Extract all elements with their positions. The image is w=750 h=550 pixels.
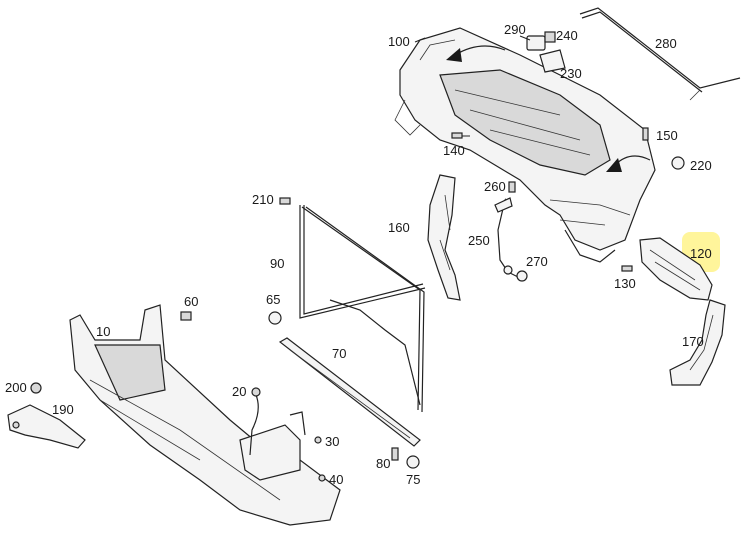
callout-190: 190 (52, 402, 74, 417)
bracket-part-160 (427, 174, 461, 301)
clip-part-200 (30, 382, 42, 394)
callout-260: 260 (484, 179, 506, 194)
callout-210: 210 (252, 192, 274, 207)
bolt-part-150 (642, 127, 649, 141)
nut-part-270 (516, 270, 528, 282)
callout-80: 80 (376, 456, 390, 471)
callout-230: 230 (560, 66, 582, 81)
sensor-part-250 (494, 197, 521, 279)
bolt-part-60 (180, 311, 192, 321)
callout-270: 270 (526, 254, 548, 269)
leader-100 (414, 37, 426, 43)
callout-30: 30 (325, 434, 339, 449)
callout-120: 120 (690, 246, 712, 261)
callout-60: 60 (184, 294, 198, 309)
bolt-part-210 (279, 197, 291, 205)
callout-160: 160 (388, 220, 410, 235)
bracket-part-120 (639, 237, 713, 301)
callout-130: 130 (614, 276, 636, 291)
callout-150: 150 (656, 128, 678, 143)
hose-part-20 (249, 387, 261, 456)
callout-250: 250 (468, 233, 490, 248)
callout-140: 140 (443, 143, 465, 158)
arrow-head-lower-icon (606, 158, 622, 172)
bracket-part-190 (7, 404, 86, 449)
bracket-part-170 (669, 299, 726, 386)
callout-65: 65 (266, 292, 280, 307)
clip-part-220 (671, 156, 685, 170)
clip-part-65 (268, 311, 282, 325)
callout-240: 240 (556, 28, 578, 43)
bolt-part-260 (508, 181, 516, 193)
bolt-part-80 (391, 447, 399, 461)
callout-170: 170 (682, 334, 704, 349)
cockpit-carrier-part (394, 27, 656, 263)
callout-290: 290 (504, 22, 526, 37)
nut-part-75 (406, 455, 420, 469)
bolt-part-140 (451, 132, 470, 139)
callout-220: 220 (690, 158, 712, 173)
strut-part-90 (299, 205, 426, 413)
callout-40: 40 (329, 472, 343, 487)
clip-part-240 (544, 31, 556, 43)
callout-90: 90 (270, 256, 284, 271)
callout-75: 75 (406, 472, 420, 487)
clip-part-290 (519, 35, 546, 51)
bar-part-70 (278, 337, 421, 447)
callout-70: 70 (332, 346, 346, 361)
callout-280: 280 (655, 36, 677, 51)
bracket-part-230 (539, 49, 566, 73)
callout-100: 100 (388, 34, 410, 49)
bolt-part-30 (314, 436, 322, 444)
cable-part-280 (579, 7, 741, 101)
bolt-part-130 (621, 265, 633, 272)
callout-200: 200 (5, 380, 27, 395)
bolt-part-40 (318, 474, 326, 482)
callout-20: 20 (232, 384, 246, 399)
callout-10: 10 (96, 324, 110, 339)
arrow-head-upper-icon (446, 48, 462, 62)
crossmember-part-10 (69, 304, 341, 526)
